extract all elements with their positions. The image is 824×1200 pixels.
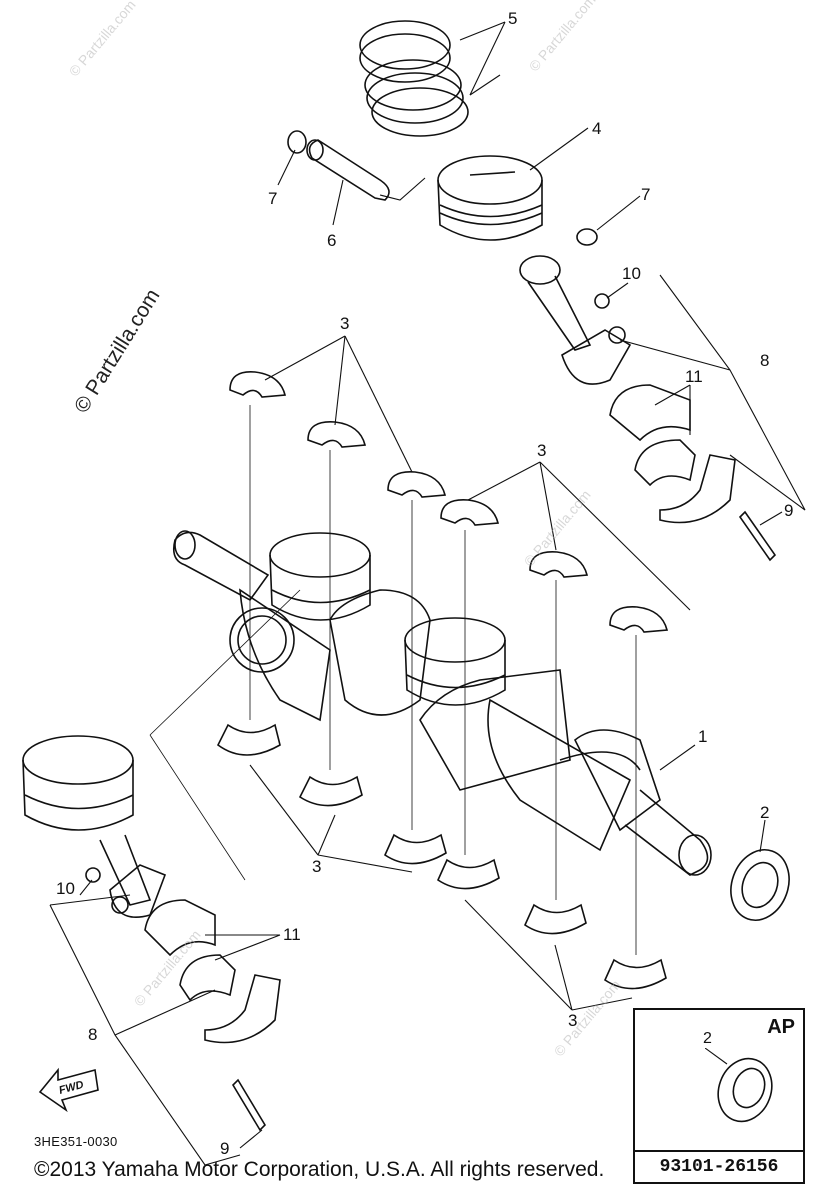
alternate-part-box: AP 2 93101-26156 (633, 1008, 805, 1184)
ap-label: AP (767, 1016, 795, 1038)
main-bearings-upper (229, 371, 669, 633)
ap-oil-seal (705, 1048, 773, 1123)
piston-pin (306, 139, 390, 201)
callout-3: 3 (537, 441, 547, 460)
callout-2: 2 (760, 803, 770, 822)
callout-4: 4 (592, 119, 602, 138)
leader-lines (49, 21, 806, 1166)
callout-3: 3 (312, 857, 322, 876)
big-end-bearings-top (609, 384, 736, 524)
rod-bolt-top (738, 510, 777, 562)
callout-3: 3 (340, 314, 350, 333)
ap-callout-2: 2 (703, 1030, 712, 1047)
callout-11: 11 (685, 367, 703, 386)
callout-1: 1 (698, 727, 708, 746)
copyright-notice: ©2013 Yamaha Motor Corporation, U.S.A. A… (34, 1158, 605, 1181)
callout-9: 9 (784, 501, 794, 520)
circlip-left (287, 130, 307, 154)
callout-11: 11 (283, 925, 301, 944)
crankshaft (172, 530, 712, 876)
drawing-code: 3HE351-0030 (34, 1134, 118, 1149)
callout-5: 5 (508, 9, 518, 28)
oil-seal (730, 849, 790, 921)
fwd-arrow-icon (38, 1067, 99, 1113)
piston-crank-2 (404, 617, 506, 706)
callout-6: 6 (327, 231, 337, 250)
callout-7: 7 (268, 189, 278, 208)
piston-rings (359, 20, 469, 137)
connecting-rod-top (519, 255, 632, 385)
ap-part-number: 93101-26156 (635, 1150, 803, 1182)
connecting-rod-lower-left (85, 834, 167, 918)
piston-lower-left (22, 735, 134, 831)
callout-8: 8 (88, 1025, 98, 1044)
callout-7: 7 (641, 185, 651, 204)
callout-10: 10 (56, 879, 75, 898)
rod-bolt-lower-left (231, 1078, 267, 1132)
callout-3: 3 (568, 1011, 578, 1030)
callout-8: 8 (760, 351, 770, 370)
main-bearings-lower (216, 723, 667, 990)
piston-crank-1 (269, 532, 371, 621)
callout-10: 10 (622, 264, 641, 283)
circlip-right (576, 228, 598, 246)
big-end-bearings-lower-left (144, 899, 281, 1044)
piston-top (437, 155, 543, 241)
callout-9: 9 (220, 1139, 230, 1158)
